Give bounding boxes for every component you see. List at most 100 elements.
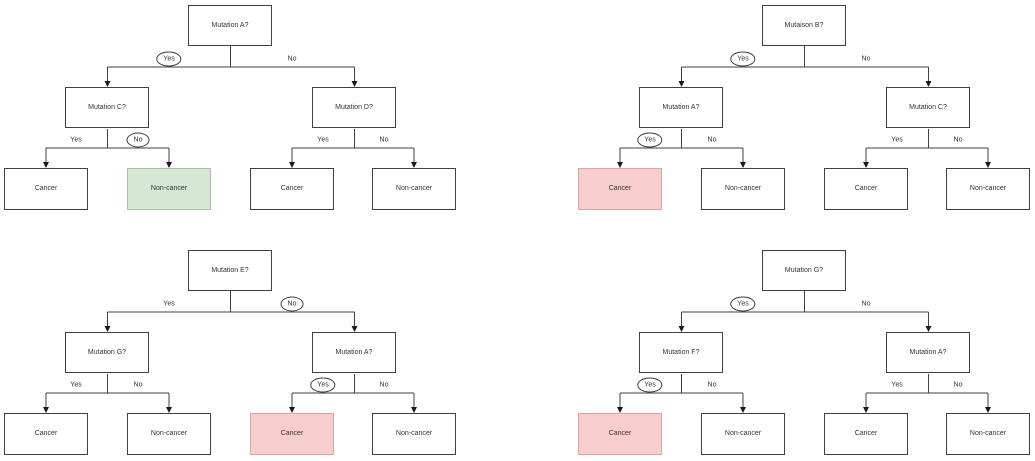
tree-connectors bbox=[43, 46, 417, 168]
right-decision-node: Mutation A? bbox=[886, 332, 970, 373]
decision-tree: Mutation A? Yes No Mutation C? Mutation … bbox=[0, 0, 460, 215]
right-node-label: Mutation D? bbox=[335, 103, 373, 111]
leaf-node-label: Cancer bbox=[854, 185, 878, 193]
edge-label-root-no: No bbox=[280, 296, 304, 312]
connector-lines bbox=[45, 46, 415, 163]
arrow-down-icon bbox=[104, 326, 111, 332]
arrow-down-icon bbox=[411, 162, 417, 168]
arrow-down-icon bbox=[863, 162, 869, 168]
edge-label-left-no: No bbox=[133, 381, 143, 389]
root-decision-node: Mutaison B? bbox=[762, 5, 846, 46]
leaf-node-label: Non-cancer bbox=[724, 185, 762, 193]
leaf-node: Non-cancer bbox=[701, 413, 785, 455]
edge-label-left-no: No bbox=[707, 136, 717, 144]
leaf-node: Non-cancer bbox=[372, 168, 456, 210]
decision-tree: Mutaison B? Yes No Mutation A? Mutation … bbox=[574, 0, 1034, 215]
arrow-down-icon bbox=[351, 326, 358, 332]
root-decision-node: Mutation E? bbox=[188, 250, 272, 291]
right-decision-node: Mutation C? bbox=[886, 87, 970, 128]
leaf-node: Non-cancer bbox=[372, 413, 456, 455]
root-node-label: Mutation G? bbox=[784, 266, 824, 274]
arrow-down-icon bbox=[740, 162, 746, 168]
edge-label-left-no: No bbox=[707, 381, 717, 389]
root-node-label: Mutaison B? bbox=[784, 21, 824, 29]
leaf-node-label: Non-cancer bbox=[969, 185, 1007, 193]
arrow-down-icon bbox=[351, 81, 358, 87]
decision-tree: Mutation G? Yes No Mutation F? Mutation … bbox=[574, 245, 1034, 460]
arrow-down-icon bbox=[678, 81, 685, 87]
arrow-down-icon bbox=[925, 81, 932, 87]
left-node-label: Mutation G? bbox=[87, 348, 127, 356]
edge-label-left-no: No bbox=[126, 132, 150, 148]
arrow-down-icon bbox=[678, 326, 685, 332]
edge-label-right-yes: Yes bbox=[310, 377, 336, 393]
leaf-node: Cancer bbox=[578, 168, 662, 210]
right-node-label: Mutation C? bbox=[909, 103, 947, 111]
edge-label-right-yes: Yes bbox=[891, 381, 903, 389]
left-node-label: Mutation F? bbox=[662, 348, 700, 356]
leaf-node-label: Non-cancer bbox=[724, 430, 762, 438]
left-decision-node: Mutation A? bbox=[639, 87, 723, 128]
leaf-node: Non-cancer bbox=[701, 168, 785, 210]
tree-connectors bbox=[617, 46, 991, 168]
leaf-node: Non-cancer bbox=[127, 168, 211, 210]
decision-tree: Mutation E? Yes No Mutation G? Mutation … bbox=[0, 245, 460, 460]
arrow-down-icon bbox=[985, 162, 991, 168]
edge-label-root-yes: Yes bbox=[730, 51, 756, 67]
edge-label-right-yes: Yes bbox=[891, 136, 903, 144]
arrow-down-icon bbox=[925, 326, 932, 332]
edge-label-left-yes: Yes bbox=[70, 136, 82, 144]
leaf-node: Non-cancer bbox=[946, 413, 1030, 455]
leaf-node: Cancer bbox=[824, 168, 908, 210]
edge-label-right-no: No bbox=[379, 381, 389, 389]
arrowhead-icons bbox=[617, 81, 991, 168]
arrow-down-icon bbox=[289, 407, 295, 413]
edge-label-left-yes: Yes bbox=[70, 381, 82, 389]
root-node-label: Mutation E? bbox=[211, 266, 249, 274]
leaf-node-label: Cancer bbox=[34, 430, 58, 438]
leaf-node-label: Cancer bbox=[608, 430, 632, 438]
arrow-down-icon bbox=[166, 407, 172, 413]
left-node-label: Mutation A? bbox=[662, 103, 700, 111]
leaf-node: Cancer bbox=[4, 168, 88, 210]
edge-label-root-no: No bbox=[287, 55, 297, 63]
arrow-down-icon bbox=[617, 407, 623, 413]
leaf-node-label: Cancer bbox=[280, 185, 304, 193]
leaf-node: Non-cancer bbox=[127, 413, 211, 455]
edge-label-right-yes: Yes bbox=[317, 136, 329, 144]
left-node-label: Mutation C? bbox=[88, 103, 126, 111]
arrowhead-icons bbox=[617, 326, 991, 413]
arrow-down-icon bbox=[863, 407, 869, 413]
arrow-down-icon bbox=[43, 162, 49, 168]
leaf-node: Cancer bbox=[250, 168, 334, 210]
leaf-node: Cancer bbox=[578, 413, 662, 455]
tree-connectors bbox=[43, 291, 417, 413]
left-decision-node: Mutation G? bbox=[65, 332, 149, 373]
leaf-node-label: Non-cancer bbox=[395, 185, 433, 193]
leaf-node-label: Non-cancer bbox=[150, 430, 188, 438]
arrow-down-icon bbox=[411, 407, 417, 413]
leaf-node: Cancer bbox=[824, 413, 908, 455]
leaf-node-label: Non-cancer bbox=[150, 185, 188, 193]
right-decision-node: Mutation A? bbox=[312, 332, 396, 373]
arrow-down-icon bbox=[104, 81, 111, 87]
arrow-down-icon bbox=[617, 162, 623, 168]
arrow-down-icon bbox=[166, 162, 172, 168]
edge-label-root-no: No bbox=[861, 55, 871, 63]
edge-label-right-no: No bbox=[379, 136, 389, 144]
tree-connectors bbox=[617, 291, 991, 413]
leaf-node-label: Cancer bbox=[854, 430, 878, 438]
arrow-down-icon bbox=[43, 407, 49, 413]
edge-label-root-yes: Yes bbox=[156, 51, 182, 67]
right-decision-node: Mutation D? bbox=[312, 87, 396, 128]
connector-lines bbox=[619, 291, 989, 408]
edge-label-right-no: No bbox=[953, 136, 963, 144]
leaf-node: Non-cancer bbox=[946, 168, 1030, 210]
connector-lines bbox=[45, 291, 415, 408]
arrowhead-icons bbox=[43, 81, 417, 168]
arrow-down-icon bbox=[740, 407, 746, 413]
edge-label-root-yes: Yes bbox=[730, 296, 756, 312]
right-node-label: Mutation A? bbox=[335, 348, 373, 356]
edge-label-left-yes: Yes bbox=[637, 132, 663, 148]
